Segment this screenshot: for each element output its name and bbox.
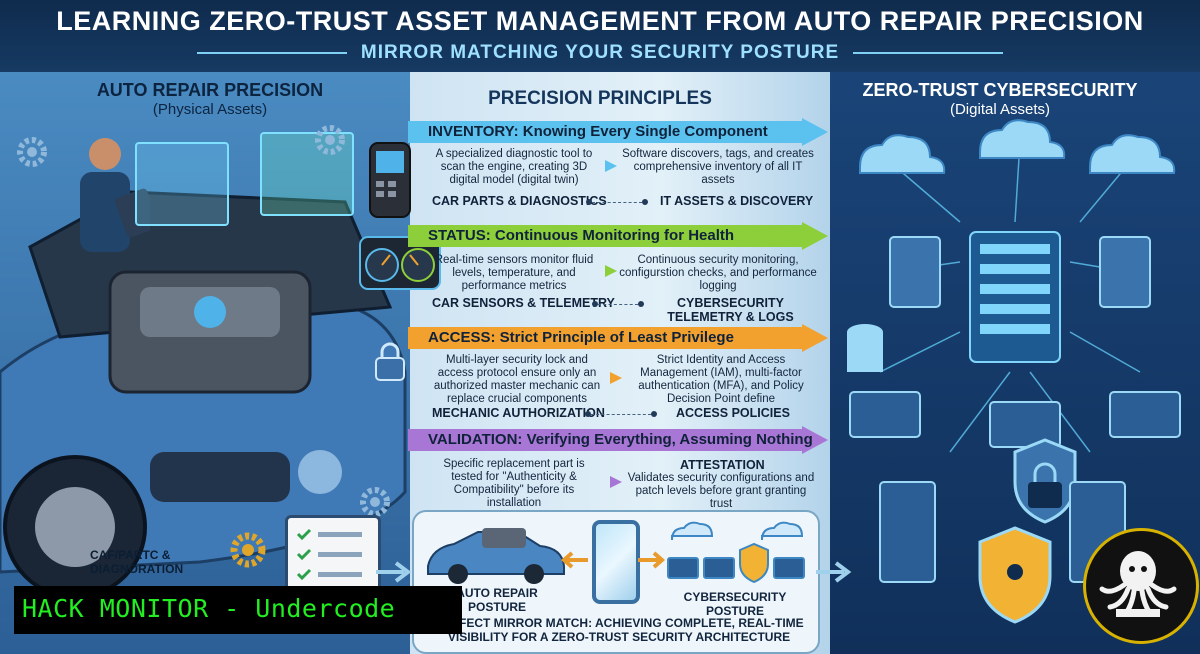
mirror-icon	[592, 520, 640, 604]
flow-arrow	[605, 160, 617, 172]
subtitle-rule-right	[853, 52, 1004, 54]
physical-description: Multi-layer security lock and access pro…	[433, 354, 601, 405]
physical-description: Specific replacement part is tested for …	[443, 458, 585, 509]
left-flow-arrow	[376, 561, 412, 583]
gauge-icon	[359, 236, 441, 290]
arrow-tip	[802, 222, 828, 250]
principle-validation-arrow: VALIDATION: Verifying Everything, Assumi…	[408, 426, 828, 454]
digital-tag: IT ASSETS & DISCOVERY	[660, 194, 814, 208]
diagnostic-tool-icon	[369, 142, 411, 218]
watermark-text: HACK MONITOR - Undercode	[22, 594, 396, 623]
left-column-title: AUTO REPAIR PRECISION (Physical Assets)	[60, 80, 360, 118]
arrow-tip	[802, 118, 828, 146]
principle-heading: STATUS: Continuous Monitoring for Health	[428, 227, 735, 244]
cybersecurity-posture-label: CYBERSECURITY POSTURE	[683, 590, 787, 618]
mirror-match-caption: PERFECT MIRROR MATCH: ACHIEVING COMPLETE…	[434, 616, 804, 644]
physical-assets-panel	[0, 72, 410, 654]
flow-arrow	[610, 476, 622, 488]
arrow-bar	[408, 121, 802, 143]
connector-dot	[585, 411, 591, 417]
physical-description: A specialized diagnostic tool to scan th…	[435, 148, 593, 186]
principle-heading: ACCESS: Strict Principle of Least Privil…	[428, 329, 734, 346]
subtitle-rule-left	[196, 52, 347, 54]
connector-line	[598, 304, 638, 306]
arrow-tip	[802, 324, 828, 352]
connector-line	[591, 414, 651, 416]
digital-description: Software discovers, tags, and creates co…	[622, 148, 814, 186]
flow-arrow	[610, 372, 622, 384]
connector-dot	[592, 301, 598, 307]
right-column-subheading: (Digital Assets)	[949, 101, 1051, 118]
digital-tag: CYBERSECURITY TELEMETRY & LOGS	[667, 296, 794, 324]
checklist-icon	[296, 528, 362, 581]
right-column-heading: ZERO-TRUST CYBERSECURITY	[862, 80, 1138, 100]
network-infrastructure-illustration	[847, 119, 1181, 624]
left-column-subheading: (Physical Assets)	[152, 101, 268, 118]
right-column-title: ZERO-TRUST CYBERSECURITY (Digital Assets…	[830, 80, 1170, 118]
middle-column-title: PRECISION PRINCIPLES	[488, 88, 712, 109]
connector-line	[592, 202, 642, 204]
arrow-tip	[802, 426, 828, 454]
octopus-icon	[1099, 551, 1177, 617]
mechanic-figure	[80, 138, 150, 252]
page-subtitle: MIRROR MATCHING YOUR SECURITY POSTURE	[360, 42, 840, 63]
connector-dot	[638, 301, 644, 307]
right-flow-arrow	[816, 561, 852, 583]
digital-description: Validates security configurations and pa…	[627, 472, 815, 510]
physical-tag: CAR PARTS & DIAGNOSTICS	[432, 194, 607, 208]
cyber-devices-icon	[667, 521, 805, 584]
flow-arrow	[605, 265, 617, 277]
digital-tag: ATTESTATION	[680, 458, 765, 472]
connector-dot	[586, 199, 592, 205]
gear-icon	[315, 125, 345, 155]
principle-status-arrow: STATUS: Continuous Monitoring for Health	[408, 222, 828, 250]
connector-dot	[642, 199, 648, 205]
arrow-bar	[408, 429, 802, 451]
principle-access-arrow: ACCESS: Strict Principle of Least Privil…	[408, 324, 828, 352]
digital-assets-panel	[830, 72, 1200, 654]
physical-description: Real-time sensors monitor fluid levels, …	[434, 254, 594, 292]
hologram-screen-2	[260, 132, 354, 216]
digital-tag: ACCESS POLICIES	[676, 406, 790, 420]
clipboard-label: CAF/PARTC & DIAGNORATION	[90, 548, 184, 576]
physical-tag: CAR SENSORS & TELEMETRY	[432, 296, 615, 310]
gear-icon	[17, 137, 47, 167]
arrow-left-icon	[560, 551, 588, 569]
gear-icon	[360, 487, 390, 517]
auto-repair-posture-label: AUTO REPAIR POSTURE	[456, 586, 538, 614]
car-icon	[427, 528, 565, 584]
watermark-box	[14, 586, 462, 634]
gear-icon	[230, 532, 266, 568]
header-banner	[0, 0, 1200, 72]
arrow-right-icon	[638, 551, 666, 569]
arrow-bar	[408, 225, 802, 247]
principle-heading: VALIDATION: Verifying Everything, Assumi…	[428, 431, 813, 448]
left-column-heading: AUTO REPAIR PRECISION	[96, 80, 324, 100]
digital-description: Strict Identity and Access Management (I…	[638, 354, 804, 405]
lock-icon	[375, 342, 405, 381]
page-title: LEARNING ZERO-TRUST ASSET MANAGEMENT FRO…	[56, 6, 1144, 36]
connector-dot	[651, 411, 657, 417]
octopus-logo	[1083, 528, 1199, 644]
principle-heading: INVENTORY: Knowing Every Single Componen…	[428, 123, 768, 140]
physical-tag: MECHANIC AUTHORIZATION	[432, 406, 605, 420]
principle-inventory-arrow: INVENTORY: Knowing Every Single Componen…	[408, 118, 828, 146]
digital-description: Continuous security monitoring, configur…	[619, 254, 817, 292]
arrow-bar	[408, 327, 802, 349]
mirror-match-box: AUTO REPAIR POSTURE CYBERSECURITY POSTUR…	[412, 510, 820, 654]
subtitle-row: MIRROR MATCHING YOUR SECURITY POSTURE	[0, 40, 1200, 66]
hologram-screen-1	[135, 142, 229, 226]
